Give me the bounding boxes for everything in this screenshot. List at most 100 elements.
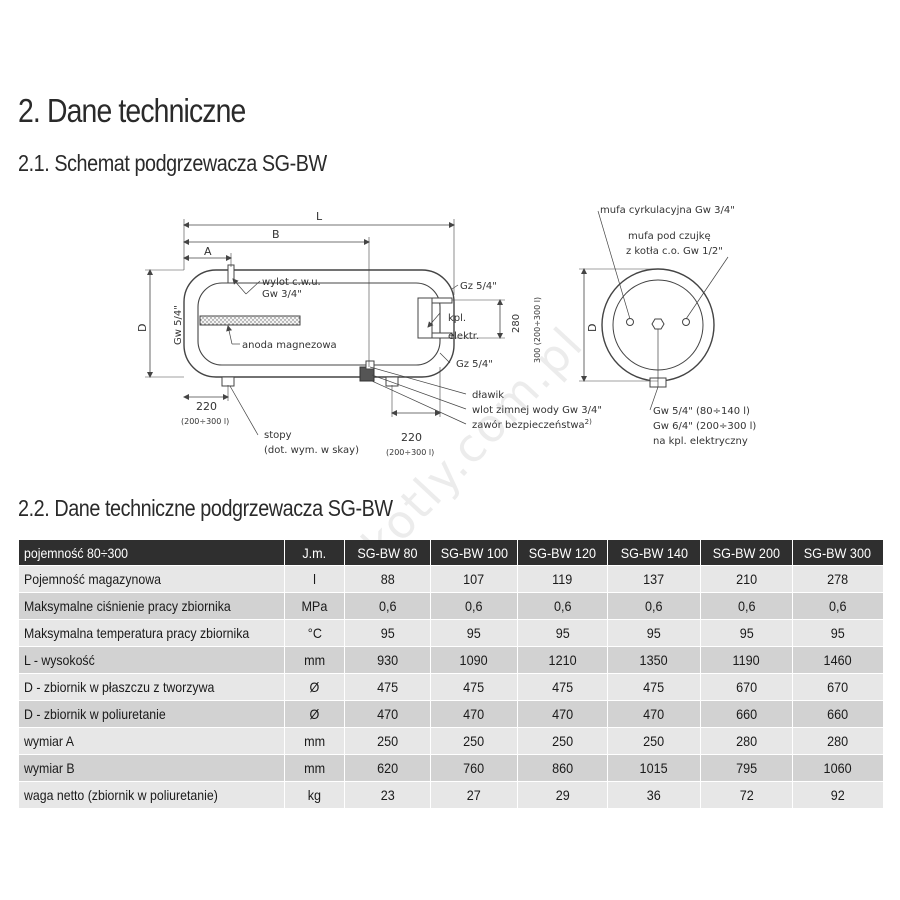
value-cell: 36 — [606, 781, 702, 809]
cell-text: Maksymalna temperatura pracy zbiornika — [24, 625, 250, 641]
dim-A-label: A — [204, 245, 212, 258]
value-cell: 95 — [344, 619, 431, 647]
col-header-label: J.m. — [302, 544, 327, 561]
page-title: 2. Dane techniczne — [18, 92, 246, 129]
cell-text: 95 — [646, 625, 661, 641]
cell-text: 88 — [380, 571, 395, 587]
cell-text: 860 — [552, 760, 574, 776]
cell-text: kg — [307, 787, 322, 803]
cell-text: 475 — [376, 679, 398, 695]
dim-300-label: 300 (200÷300 l) — [533, 297, 542, 363]
cell-text: °C — [307, 625, 322, 641]
wylot-label-2: Gw 3/4" — [262, 289, 302, 300]
cell-text: 475 — [643, 679, 665, 695]
value-cell: 95 — [606, 619, 702, 647]
cell-text: 36 — [646, 787, 661, 803]
value-cell: 92 — [791, 781, 885, 809]
cell-text: D - zbiornik w poliuretanie — [24, 706, 166, 722]
cell-text: 250 — [463, 733, 485, 749]
cell-text: Ø — [309, 706, 320, 722]
cell-text: 760 — [463, 760, 485, 776]
wylot-label-1: wylot c.w.u. — [262, 277, 321, 288]
col-header: SG-BW 200 — [700, 540, 793, 566]
cell-text: 1060 — [823, 760, 852, 776]
cell-text: 95 — [466, 625, 481, 641]
col-header-label: pojemność 80÷300 — [23, 544, 128, 561]
wlot-label: wlot zimnej wody Gw 3/4" — [472, 405, 602, 416]
cell-text: 660 — [735, 706, 757, 722]
cell-text: 137 — [643, 571, 665, 587]
value-cell: 470 — [344, 700, 431, 728]
cell-text: 1350 — [639, 652, 669, 668]
cell-text: 95 — [739, 625, 754, 641]
value-cell: 860 — [517, 754, 608, 782]
cell-text: 0,6 — [553, 598, 572, 614]
value-cell: 88 — [344, 565, 431, 593]
value-cell: 280 — [791, 727, 885, 755]
dim-220-right-sub: (200÷300 l) — [386, 448, 434, 457]
row-label: wymiar A — [18, 727, 285, 755]
cell-text: MPa — [301, 598, 328, 614]
col-header-label: SG-BW 120 — [528, 544, 597, 561]
cell-text: 250 — [552, 733, 574, 749]
cell-text: Pojemność magazynowa — [24, 571, 161, 587]
dim-220-left-label: 220 — [196, 400, 217, 413]
cell-text: 670 — [735, 679, 757, 695]
value-cell: 475 — [606, 673, 702, 701]
value-cell: 0,6 — [791, 592, 885, 620]
value-cell: 95 — [429, 619, 519, 647]
value-cell: 280 — [700, 727, 793, 755]
value-cell: 0,6 — [344, 592, 431, 620]
section-heading-schemat: 2.1. Schemat podgrzewacza SG-BW — [18, 150, 327, 176]
cell-text: 1090 — [459, 652, 488, 668]
col-header-label: SG-BW 300 — [804, 544, 872, 561]
gz-bottom-label: Gz 5/4" — [456, 359, 493, 370]
value-cell: 795 — [700, 754, 793, 782]
cell-text: 210 — [735, 571, 757, 587]
value-cell: 1060 — [791, 754, 885, 782]
col-header-label: SG-BW 200 — [712, 544, 780, 561]
cell-text: 660 — [827, 706, 849, 722]
cell-text: 795 — [735, 760, 757, 776]
row-label: D - zbiornik w płaszczu z tworzywa — [18, 673, 285, 701]
value-cell: 660 — [700, 700, 793, 728]
value-cell: 278 — [791, 565, 885, 593]
cell-text: Maksymalne ciśnienie pracy zbiornika — [24, 598, 231, 614]
value-cell: 250 — [429, 727, 519, 755]
value-cell: 23 — [344, 781, 431, 809]
anoda-label: anoda magnezowa — [242, 340, 337, 351]
cell-text: 280 — [827, 733, 849, 749]
cell-text: 0,6 — [829, 598, 847, 614]
unit-cell: Ø — [283, 700, 346, 728]
value-cell: 29 — [517, 781, 608, 809]
value-cell: 0,6 — [517, 592, 608, 620]
tank-side-view — [183, 264, 455, 387]
col-header: SG-BW 80 — [344, 540, 431, 566]
value-cell: 1350 — [606, 646, 702, 674]
heater-schematic: L B A D Gw 5/4" wylot c.w.u. Gw 3/4" ano… — [136, 205, 756, 457]
cell-text: 475 — [552, 679, 574, 695]
value-cell: 250 — [606, 727, 702, 755]
value-cell: 670 — [791, 673, 885, 701]
cell-text: 119 — [552, 571, 573, 587]
cell-text: 475 — [463, 679, 485, 695]
dim-D-label: D — [136, 324, 149, 332]
table-row: Maksymalne ciśnienie pracy zbiornika MPa 0… — [18, 592, 885, 620]
tank-front-view — [601, 268, 715, 388]
cell-text: 95 — [380, 625, 395, 641]
mufa-czujke-label-1: mufa pod czujkę — [628, 231, 711, 242]
unit-cell: mm — [283, 646, 346, 674]
unit-cell: MPa — [283, 592, 346, 620]
value-cell: 930 — [344, 646, 431, 674]
value-cell: 250 — [517, 727, 608, 755]
col-header: J.m. — [284, 540, 346, 566]
value-cell: 475 — [517, 673, 608, 701]
cell-text: 27 — [466, 787, 481, 803]
cell-text: 470 — [643, 706, 665, 722]
